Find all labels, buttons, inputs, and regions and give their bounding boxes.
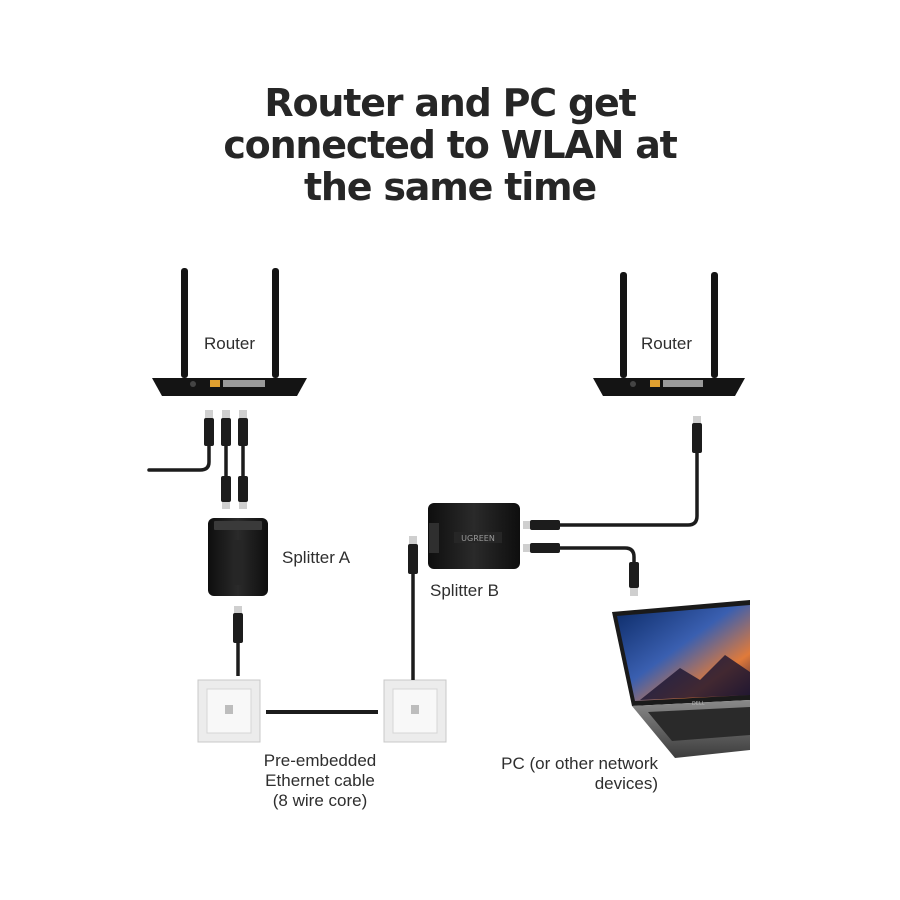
router-left-antenna-2 [272,268,279,378]
label-cable-line-1: Pre-embedded [263,751,377,770]
label-cable: Pre-embedded Ethernet cable (8 wire core… [235,751,405,811]
router-right-antenna-2 [711,272,718,378]
splitter-a-ports [214,521,262,530]
router-left-ports-lan [223,380,265,387]
splitter-b: UGREEN [428,503,520,569]
wall-plate-right-jack [411,705,419,714]
label-pc: PC (or other network devices) [470,754,658,794]
laptop-keyboard [648,707,750,741]
rj45-clip [234,606,242,614]
rj45-plug [238,418,248,446]
rj45-clip [693,416,701,424]
router-left [152,268,307,396]
label-router-right: Router [641,334,693,353]
label-pc-line-1: PC (or other network [501,754,658,773]
cable-wall-to-splitter-b [408,536,418,680]
laptop: DELL [612,600,750,758]
cable-router-to-outside [147,443,211,472]
wall-plate-left-jack [225,705,233,714]
label-cable-line-3: (8 wire core) [272,791,368,810]
rj45-clip [239,502,247,509]
headline: Router and PC get connected to WLAN at t… [0,82,900,208]
headline-line-2: connected to WLAN at [223,123,677,167]
rj45-plug [221,476,231,502]
label-router-left: Router [204,334,256,353]
label-pc-line-2: devices) [594,774,658,793]
rj45-plug [204,418,214,446]
rj45-clip [222,410,230,418]
splitter-a [208,518,268,596]
rj45-clip [205,410,213,418]
router-right-plug [692,416,702,453]
splitter-b-logo-strip [454,532,502,543]
label-splitter-a: Splitter A [282,548,351,567]
rj45-clip [409,536,417,544]
rj45-plug [238,476,248,502]
label-cable-line-2: Ethernet cable [265,771,375,790]
wall-plate-right [383,679,447,743]
rj45-clip [239,410,247,418]
splitter-a-down-cable [233,606,243,676]
left-router-cables [147,443,245,480]
laptop-screen-mountain [640,655,750,700]
rj45-clip [523,521,531,529]
rj45-plug [408,544,418,574]
splitter-b-output-cables [523,452,699,596]
router-left-antenna-1 [181,268,188,378]
laptop-brand: DELL [692,700,705,707]
splitter-b-side-port [429,523,439,553]
rj45-plug [233,613,243,643]
router-right-power-jack [630,381,636,387]
rj45-clip [523,544,531,552]
cable-splitter-b-to-router-right [560,452,699,527]
rj45-plug [692,423,702,453]
rj45-plug [221,418,231,446]
splitter-a-logo-strip [233,540,243,585]
left-router-plugs [204,410,248,509]
router-right-antenna-1 [620,272,627,378]
headline-line-3: the same time [303,165,597,209]
router-left-power-jack [190,381,196,387]
rj45-plug [530,543,560,553]
router-right-ports-lan [663,380,703,387]
router-right [593,272,745,396]
label-splitter-b: Splitter B [430,581,499,600]
router-left-port-wan [210,380,220,387]
router-right-port-wan [650,380,660,387]
wall-plate-left [197,679,261,743]
splitter-b-brand: UGREEN [461,534,495,543]
rj45-clip [222,502,230,509]
rj45-plug [629,562,639,588]
rj45-plug [530,520,560,530]
headline-line-1: Router and PC get [264,81,636,125]
cable-splitter-b-to-pc [560,546,636,562]
rj45-clip [630,588,638,596]
